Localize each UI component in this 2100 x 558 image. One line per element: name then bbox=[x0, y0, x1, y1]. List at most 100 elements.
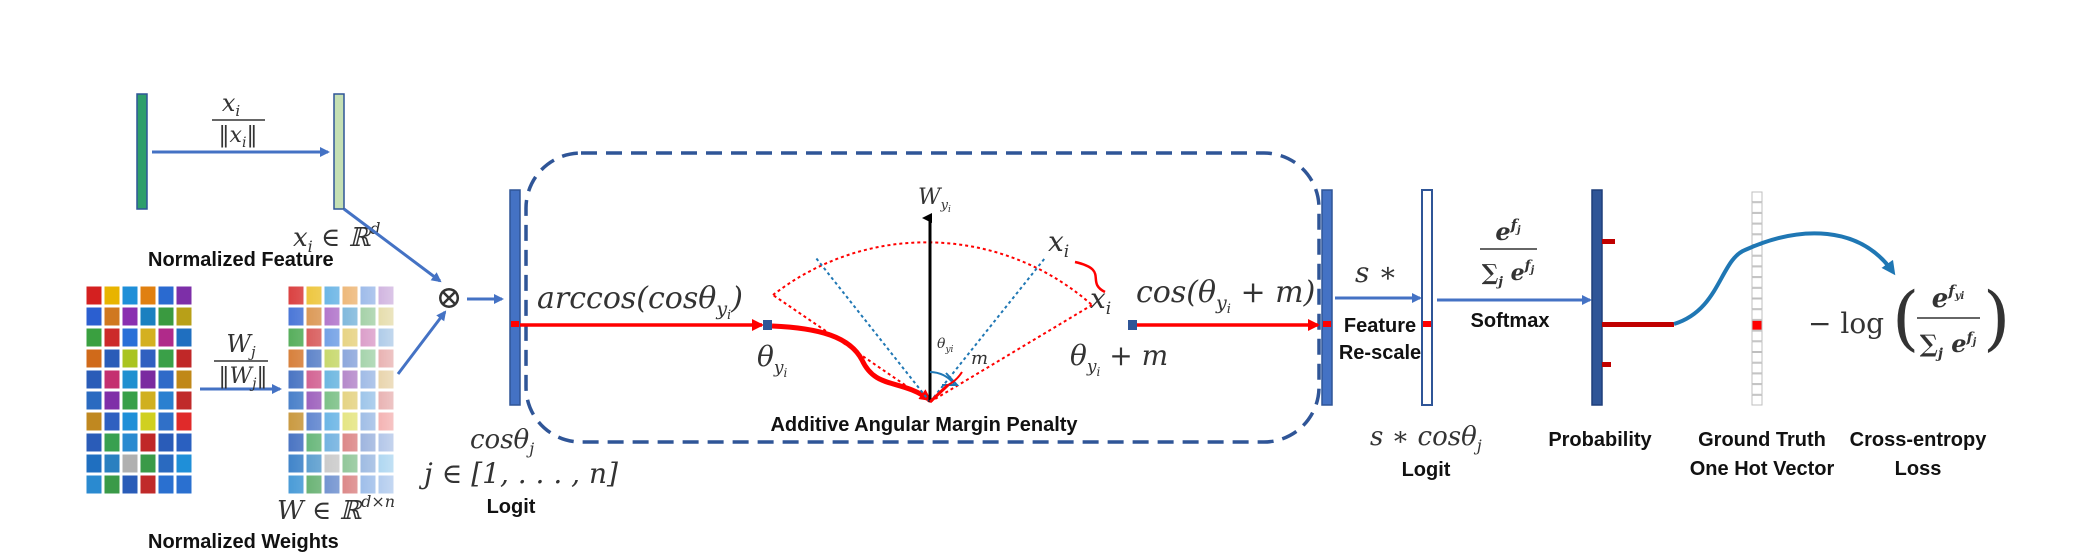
label-ground-truth: Ground Truth bbox=[1698, 429, 1826, 451]
weight-matrix-cell bbox=[157, 390, 175, 411]
cos-plus-node bbox=[1128, 320, 1137, 330]
weight-matrix-cell bbox=[157, 285, 175, 306]
arccos-label: arccos(cosθyi) bbox=[537, 281, 743, 323]
margin-logit-target-marker bbox=[1323, 321, 1331, 327]
one-hot-cell bbox=[1751, 223, 1763, 235]
feature-norm-fraction: xi ‖xi‖ bbox=[212, 89, 265, 151]
label-penalty: Additive Angular Margin Penalty bbox=[770, 414, 1078, 436]
weight-matrix-cell bbox=[121, 369, 139, 390]
label-cross-entropy: Cross-entropy bbox=[1850, 429, 1988, 451]
weight-matrix-cell bbox=[85, 474, 103, 495]
margin-logit-bar bbox=[1321, 189, 1333, 406]
one-hot-cell bbox=[1751, 319, 1763, 331]
weight-matrix-cell bbox=[121, 285, 139, 306]
weight-matrix-cell bbox=[103, 348, 121, 369]
weight-matrix-cell bbox=[121, 432, 139, 453]
weight-matrix-cell bbox=[85, 327, 103, 348]
probability-to-loss-arrow bbox=[1673, 231, 1896, 326]
angle-fan bbox=[771, 213, 1106, 404]
weight-matrix-cell bbox=[103, 432, 121, 453]
weight-matrix-cell bbox=[139, 306, 157, 327]
weight-matrix-cell bbox=[157, 306, 175, 327]
one-hot-cell bbox=[1751, 341, 1763, 352]
one-hot-cell bbox=[1751, 384, 1763, 395]
weight-matrix-cell bbox=[103, 369, 121, 390]
logit-target-marker-left bbox=[511, 321, 519, 327]
weight-matrix-cell bbox=[121, 348, 139, 369]
weight-matrix-cell bbox=[175, 390, 193, 411]
s-cos-label: s ∗ cosθj bbox=[1370, 422, 1482, 455]
weight-matrix-cell bbox=[85, 411, 103, 432]
weight-matrix-cell bbox=[157, 432, 175, 453]
label-logit-right: Logit bbox=[1402, 459, 1451, 481]
theta-plus-m-label: θyi + m bbox=[1070, 339, 1168, 379]
weight-matrix-cell bbox=[103, 327, 121, 348]
weight-matrix-cell bbox=[157, 327, 175, 348]
weight-matrix-cell bbox=[103, 474, 121, 495]
logit-bar-left bbox=[509, 189, 521, 406]
one-hot-cell bbox=[1751, 266, 1763, 278]
weight-matrix-cell bbox=[139, 369, 157, 390]
weight-matrix-cell bbox=[85, 306, 103, 327]
feature-to-product-arrow bbox=[343, 207, 442, 283]
weight-matrix-cell bbox=[157, 411, 175, 432]
scaled-logit-bar bbox=[1421, 189, 1433, 406]
svg-text:‖xi‖: ‖xi‖ bbox=[219, 123, 258, 151]
softmax-fraction: efj ∑j efj bbox=[1480, 216, 1537, 290]
svg-text:): ) bbox=[1983, 277, 2010, 359]
weight-matrix-cell bbox=[85, 453, 103, 474]
one-hot-cell bbox=[1751, 373, 1763, 385]
svg-text:− log: − log bbox=[1808, 307, 1884, 340]
cos-theta-j: cosθj bbox=[470, 425, 534, 458]
weight-matrix-cell bbox=[175, 348, 193, 369]
weight-matrix-cell bbox=[157, 453, 175, 474]
one-hot-cell bbox=[1751, 191, 1763, 203]
label-normalized-feature: Normalized Feature bbox=[148, 249, 334, 271]
w-yi-label: Wyi bbox=[918, 185, 951, 215]
normalized-weight-fade bbox=[288, 286, 398, 496]
svg-text:(: ( bbox=[1892, 277, 1919, 359]
one-hot-cell bbox=[1751, 212, 1763, 224]
one-hot-cell bbox=[1751, 330, 1763, 342]
weight-matrix-cell bbox=[139, 432, 157, 453]
weight-matrix-cell bbox=[85, 390, 103, 411]
one-hot-cell bbox=[1751, 309, 1763, 320]
weight-matrix bbox=[85, 285, 193, 495]
weight-matrix-cell bbox=[103, 285, 121, 306]
weights-to-product-arrow bbox=[396, 310, 447, 375]
weight-matrix-cell bbox=[103, 411, 121, 432]
weight-matrix-cell bbox=[121, 327, 139, 348]
weight-matrix-cell bbox=[139, 411, 157, 432]
theta-yi-label: θyi bbox=[757, 340, 787, 380]
svg-text:‖Wj‖: ‖Wj‖ bbox=[219, 364, 268, 392]
loss-formula: − log ( efyi ∑j efj ) bbox=[1808, 277, 2010, 362]
scaled-logit-target-marker bbox=[1423, 321, 1431, 327]
weight-matrix-cell bbox=[103, 390, 121, 411]
weight-matrix-cell bbox=[121, 306, 139, 327]
svg-text:Wj: Wj bbox=[226, 330, 256, 361]
svg-text:xi: xi bbox=[222, 89, 241, 120]
weight-matrix-cell bbox=[139, 474, 157, 495]
weight-matrix-cell bbox=[157, 474, 175, 495]
weight-matrix-cell bbox=[157, 348, 175, 369]
xi-right-label: xi bbox=[1090, 282, 1111, 319]
cos-plus-label: cos(θyi + m) bbox=[1136, 275, 1315, 317]
weight-matrix-cell bbox=[175, 285, 193, 306]
probability-spike-target bbox=[1602, 322, 1674, 327]
svg-text:efyi: efyi bbox=[1932, 282, 1965, 314]
svg-text:efj: efj bbox=[1495, 216, 1521, 246]
label-probability: Probability bbox=[1548, 429, 1652, 451]
weight-matrix-cell bbox=[175, 432, 193, 453]
weight-matrix-cell bbox=[85, 369, 103, 390]
one-hot-cell bbox=[1751, 362, 1763, 374]
one-hot-cell bbox=[1751, 394, 1763, 406]
one-hot-cell bbox=[1751, 352, 1763, 363]
weight-matrix-cell bbox=[103, 453, 121, 474]
probability-spike-top bbox=[1602, 239, 1615, 244]
weight-matrix-cell bbox=[139, 285, 157, 306]
xi-in-rd: xi ∈ ℝd bbox=[293, 219, 380, 256]
label-rescale: Re-scale bbox=[1339, 342, 1421, 364]
probability-bar bbox=[1591, 189, 1603, 406]
weight-matrix-cell bbox=[175, 453, 193, 474]
